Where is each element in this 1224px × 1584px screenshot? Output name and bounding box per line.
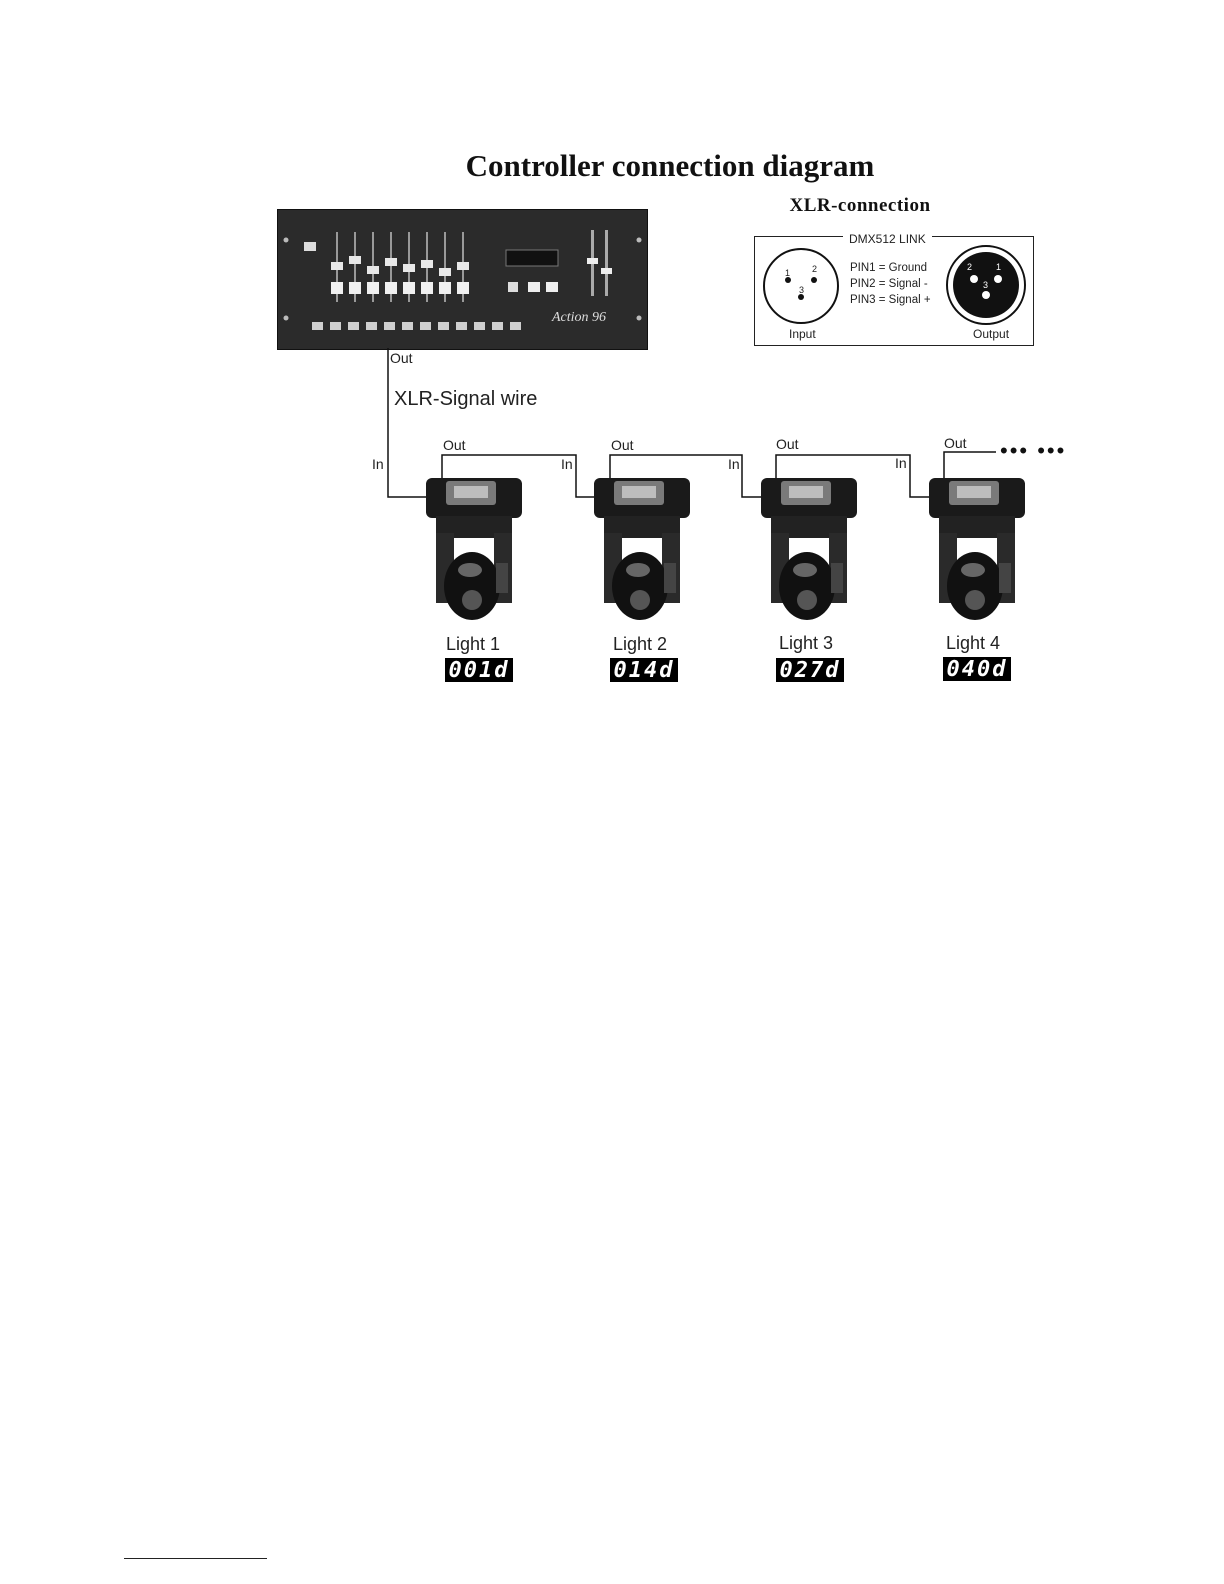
footnote-separator — [124, 1558, 267, 1559]
light-3-name: Light 3 — [779, 633, 833, 654]
light-3-in-label: In — [728, 456, 740, 472]
light-4-in-label: In — [895, 455, 907, 471]
light-1-out-label: Out — [443, 437, 466, 453]
light-4-out-label: Out — [944, 435, 967, 451]
light-2-out-label: Out — [611, 437, 634, 453]
light-2-in-label: In — [561, 456, 573, 472]
light-2-name: Light 2 — [613, 634, 667, 655]
light-3-address-display: 027d — [775, 657, 845, 683]
light-2-address-display: 014d — [609, 657, 679, 683]
light-3-out-label: Out — [776, 436, 799, 452]
light-1-name: Light 1 — [446, 634, 500, 655]
light-1-in-label: In — [372, 456, 384, 472]
light-1-address-display: 001d — [444, 657, 514, 683]
light-4-address-display: 040d — [942, 656, 1012, 682]
light-4-name: Light 4 — [946, 633, 1000, 654]
